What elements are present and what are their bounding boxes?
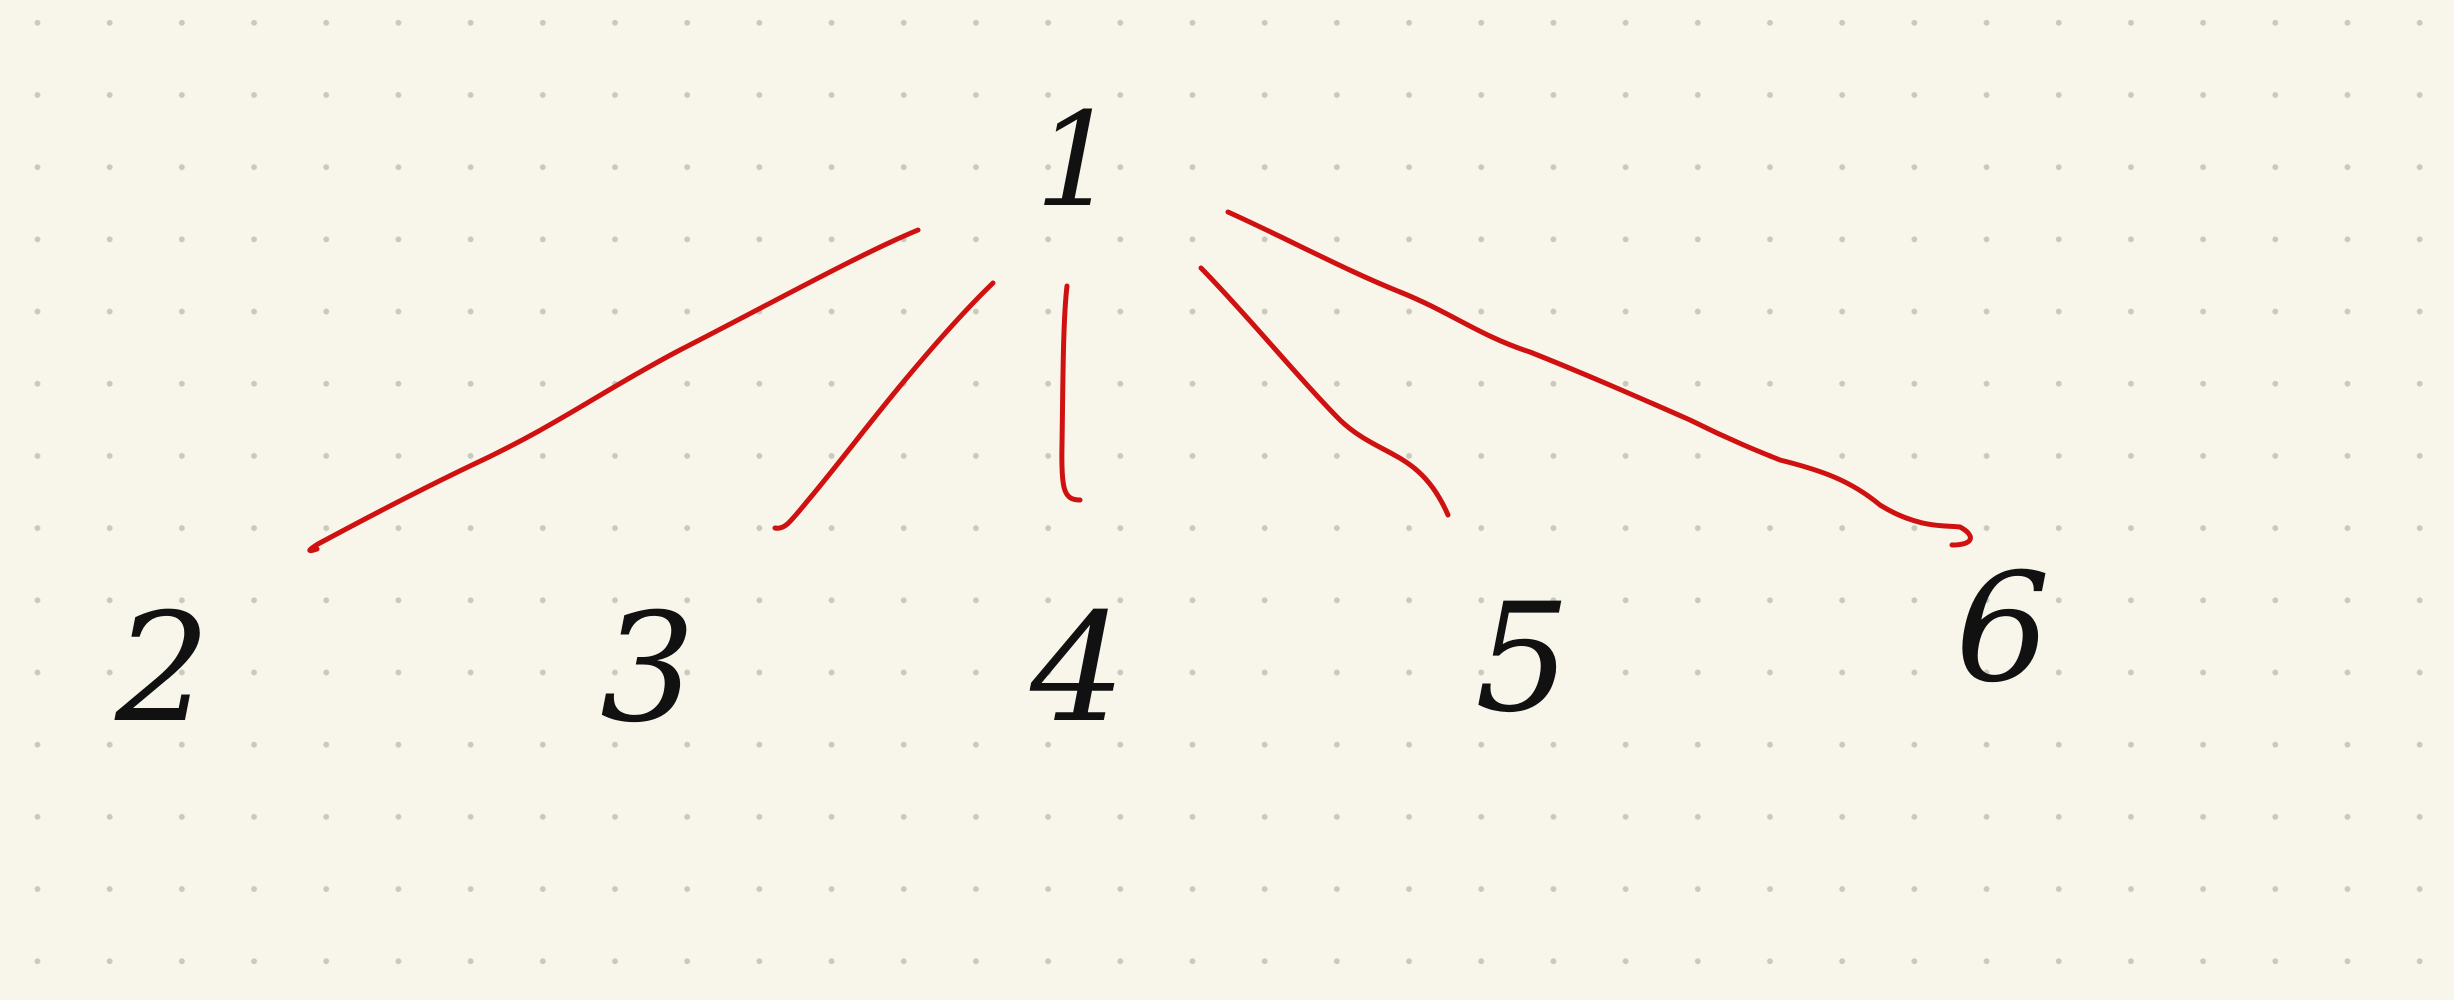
edge-1-to-4 xyxy=(1059,283,1083,503)
edge-1-to-5 xyxy=(1198,265,1451,518)
edge-1-to-6 xyxy=(1225,209,1973,548)
node-3-label: 3 xyxy=(600,582,695,756)
edge-1-to-3 xyxy=(772,280,996,531)
node-2-label: 2 xyxy=(114,582,210,756)
node-1-label: 1 xyxy=(1035,84,1118,236)
edge-1-to-2 xyxy=(307,227,921,554)
node-5-label: 5 xyxy=(1475,572,1570,746)
node-6-label: 6 xyxy=(1955,542,2050,716)
node-4-label: 4 xyxy=(1029,582,1125,756)
